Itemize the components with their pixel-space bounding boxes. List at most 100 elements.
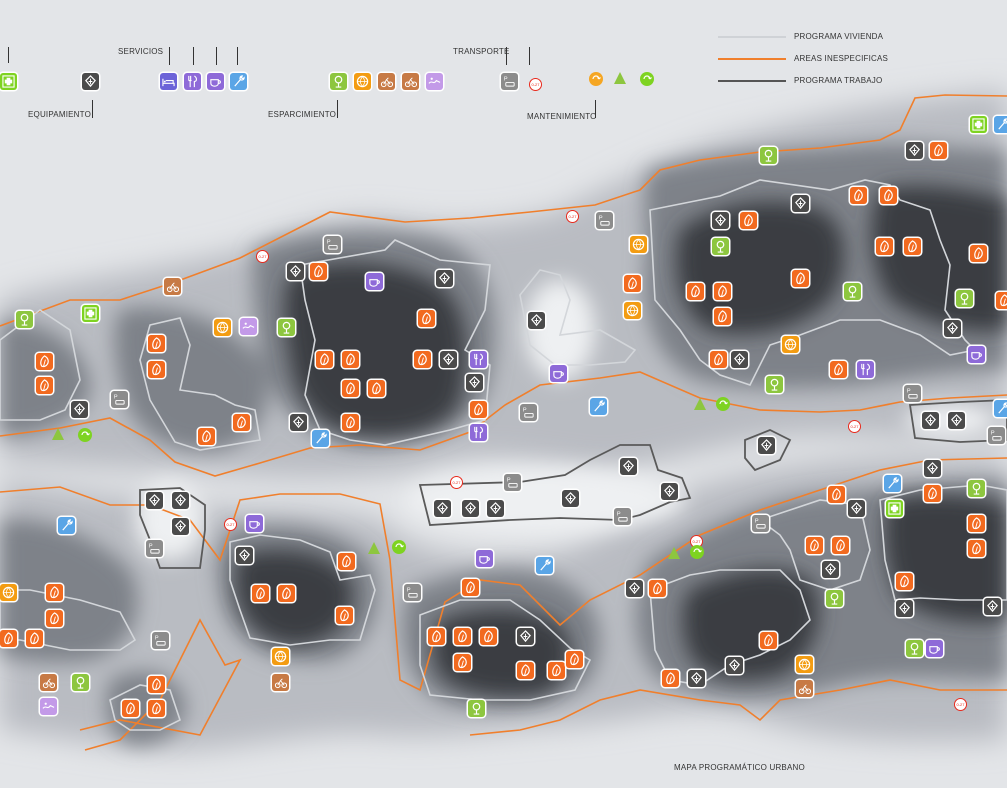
- leaf-icon: [342, 351, 359, 368]
- leaf-icon: [148, 335, 165, 352]
- badge-label: 0-27: [531, 82, 540, 87]
- leaf-icon: [368, 380, 385, 397]
- red-badge-icon: 0-27: [450, 476, 463, 489]
- leaf-icon: [968, 515, 985, 532]
- caption-mantenimiento: MANTENIMIENTO: [527, 112, 597, 121]
- svg-text:P: P: [617, 512, 621, 518]
- leaf-icon: [336, 607, 353, 624]
- leaf-outline-icon: [896, 600, 913, 617]
- cup-icon: [246, 515, 263, 532]
- tree-icon: [956, 290, 973, 307]
- leaf-icon: [517, 662, 534, 679]
- leaf-icon: [233, 414, 250, 431]
- leaf-outline-icon: [758, 437, 775, 454]
- ball-icon: [214, 319, 231, 336]
- recycle-icon: [640, 72, 654, 86]
- badge-label: 0-27: [226, 522, 235, 527]
- legend-label-trabajo: PROGRAMA TRABAJO: [794, 76, 883, 85]
- leaf-outline-icon: [726, 657, 743, 674]
- red-badge-icon: 0-27: [256, 250, 269, 263]
- bike-icon: [402, 73, 419, 90]
- leaf-outline-icon: [948, 412, 965, 429]
- tree-icon: [72, 674, 89, 691]
- leaf-outline-icon: [984, 598, 1001, 615]
- badge-label: 0-27: [452, 480, 461, 485]
- tree-triangle-icon: [694, 398, 706, 410]
- leaf-outline-icon: [172, 518, 189, 535]
- leaf-icon: [548, 662, 565, 679]
- leaf-outline-icon: [906, 142, 923, 159]
- svg-text:P: P: [507, 478, 511, 484]
- caption-equipamiento: EQUIPAMIENTO: [28, 110, 92, 119]
- legend-swatch-inespecificas: [718, 58, 786, 60]
- areas-inespecificas-lines: [0, 94, 1007, 751]
- leaf-outline-icon: [517, 628, 534, 645]
- parking-icon: P: [752, 515, 769, 532]
- tree-icon: [330, 73, 347, 90]
- leaf-icon: [454, 628, 471, 645]
- legend-label-vivienda: PROGRAMA VIVIENDA: [794, 32, 884, 41]
- red-badge-icon: 0-27: [224, 518, 237, 531]
- leaf-outline-icon: [434, 500, 451, 517]
- legend-swatch-trabajo: [718, 80, 786, 82]
- legend-label-inespecificas: AREAS INESPECIFICAS: [794, 54, 889, 63]
- recycle-icon: [690, 545, 704, 559]
- leaf-icon: [624, 275, 641, 292]
- wrench-icon: [58, 517, 75, 534]
- ball-icon: [624, 302, 641, 319]
- skate-icon: [40, 698, 57, 715]
- leaf-icon: [148, 676, 165, 693]
- cutlery-icon: [470, 351, 487, 368]
- tree-triangle-icon: [52, 428, 64, 440]
- badge-label: 0-27: [692, 539, 701, 544]
- leaf-outline-icon: [436, 270, 453, 287]
- leaf-icon: [342, 414, 359, 431]
- leaf-outline-icon: [792, 195, 809, 212]
- leaf-icon: [970, 245, 987, 262]
- leaf-icon: [687, 283, 704, 300]
- wrench-icon: [994, 400, 1007, 417]
- leaf-outline-icon: [661, 483, 678, 500]
- ball-icon: [354, 73, 371, 90]
- svg-text:P: P: [907, 389, 911, 395]
- caption-servicios: SERVICIOS: [118, 47, 164, 56]
- badge-label: 0-27: [568, 214, 577, 219]
- wrench-icon: [230, 73, 247, 90]
- parking-icon: P: [904, 385, 921, 402]
- leaf-outline-icon: [528, 312, 545, 329]
- tree-icon: [468, 700, 485, 717]
- svg-text:P: P: [755, 519, 759, 525]
- leaf-icon: [566, 651, 583, 668]
- leaf-icon: [662, 670, 679, 687]
- caption-esparcimiento: ESPARCIMIENTO: [268, 110, 337, 119]
- leaf-outline-icon: [626, 580, 643, 597]
- leaf-icon: [996, 292, 1007, 309]
- leaf-icon: [830, 361, 847, 378]
- bike-icon: [272, 674, 289, 691]
- tree-triangle-icon: [368, 542, 380, 554]
- cup-icon: [476, 550, 493, 567]
- ball-icon: [782, 336, 799, 353]
- parking-icon: P: [111, 391, 128, 408]
- wrench-icon: [590, 398, 607, 415]
- leaf-icon: [122, 700, 139, 717]
- svg-text:P: P: [599, 216, 603, 222]
- tree-triangle-icon: [668, 547, 680, 559]
- leaf-icon: [470, 401, 487, 418]
- bed-icon: [160, 73, 177, 90]
- tree-icon: [968, 480, 985, 497]
- legend-swatch-vivienda: [718, 36, 786, 38]
- leaf-icon: [148, 700, 165, 717]
- recycle-icon: [78, 428, 92, 442]
- leaf-icon: [26, 630, 43, 647]
- leaf-icon: [0, 630, 17, 647]
- leaf-icon: [710, 351, 727, 368]
- svg-text:P: P: [523, 408, 527, 414]
- tree-icon: [760, 147, 777, 164]
- leaf-icon: [316, 351, 333, 368]
- leaf-icon: [148, 361, 165, 378]
- svg-text:P: P: [991, 431, 995, 437]
- leaf-icon: [806, 537, 823, 554]
- leaf-outline-icon: [146, 492, 163, 509]
- cutlery-icon: [857, 361, 874, 378]
